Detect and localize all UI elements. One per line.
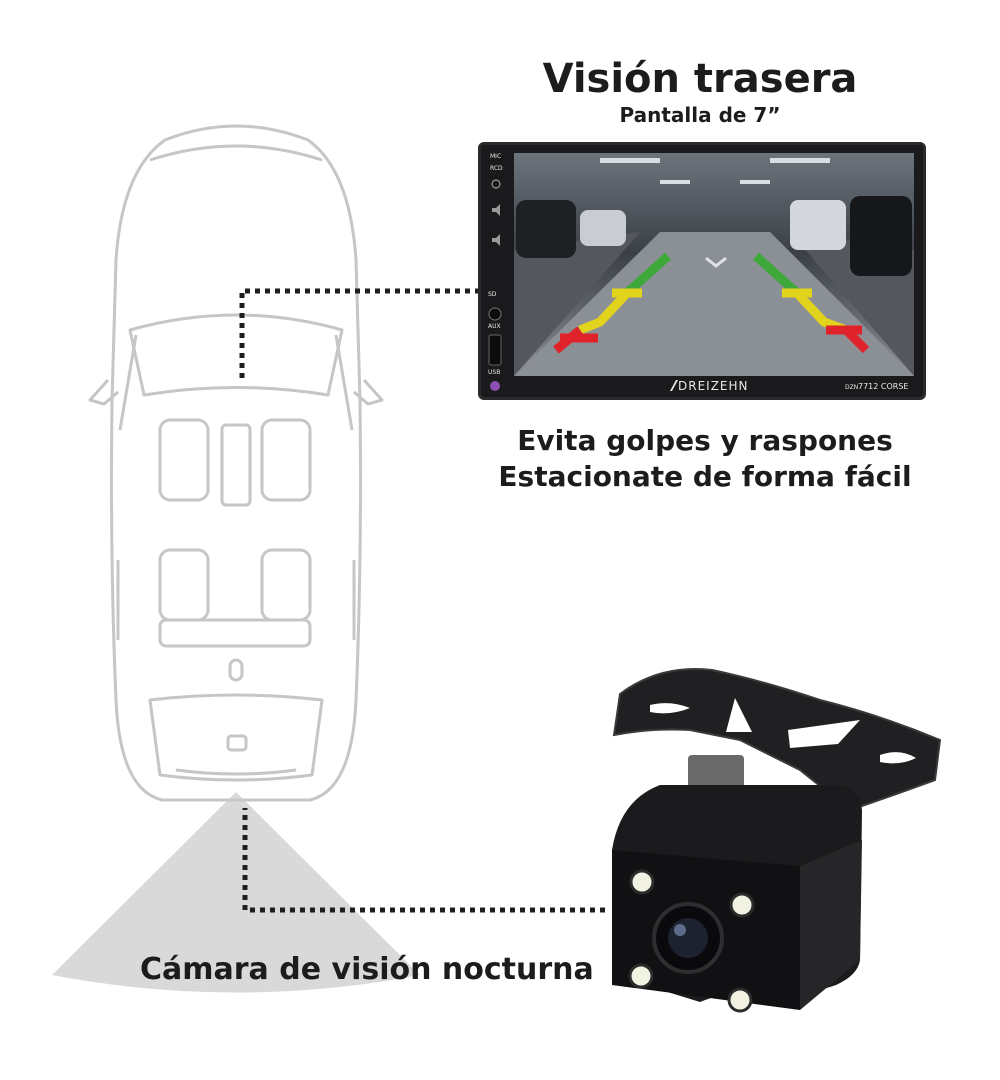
stereo-brand: DREIZEHN	[678, 379, 749, 393]
camera-caption: Cámara de visión nocturna	[140, 952, 594, 987]
car-stereo-unit: MIC RCD SD AUX USB DREIZEHN DZN 7712 COR…	[478, 142, 926, 400]
mic-button-icon	[490, 381, 500, 391]
page-subtitle: Pantalla de 7”	[619, 103, 781, 127]
led-icon	[729, 892, 755, 918]
usb-port	[488, 334, 502, 366]
led-icon	[727, 987, 753, 1013]
aux-jack	[488, 307, 502, 321]
mic-label: MIC	[490, 153, 501, 160]
backup-camera	[612, 668, 942, 1013]
benefit-line: Evita golpes y raspones	[517, 424, 893, 457]
connector-stereo	[239, 288, 480, 382]
camera-view-cone	[52, 792, 420, 993]
rcd-label: RCD	[490, 165, 503, 172]
led-icon	[628, 963, 654, 989]
aux-label: AUX	[488, 323, 501, 330]
led-icon	[629, 869, 655, 895]
car-top-view	[88, 124, 384, 802]
usb-label: USB	[488, 369, 500, 376]
camera-bracket	[612, 668, 942, 812]
sd-label: SD	[488, 291, 497, 298]
brand-logo-icon	[670, 380, 678, 391]
stereo-model: 7712 CORSE	[858, 382, 908, 391]
power-icon	[491, 179, 501, 189]
benefit-line: Estacionate de forma fácil	[498, 460, 912, 493]
stereo-model-prefix: DZN	[845, 384, 858, 391]
led-lights	[628, 869, 755, 1013]
volume-down-icon	[492, 234, 500, 246]
page-title: Visión trasera	[542, 56, 858, 102]
connector-camera	[242, 808, 605, 913]
volume-up-icon	[492, 204, 500, 216]
